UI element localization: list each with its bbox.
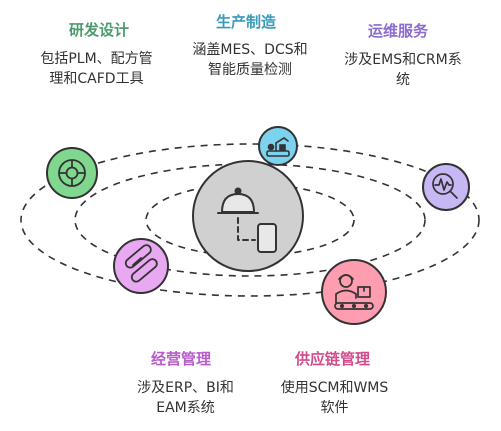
segment-title-rd: 研发设计 bbox=[69, 21, 130, 39]
robot-arm-icon bbox=[266, 137, 290, 157]
segment-desc-ops: 涉及EMS和CRM系 统 bbox=[333, 50, 473, 90]
segment-desc-rd: 包括PLM、配方管 理和CAFD工具 bbox=[24, 49, 169, 89]
node-biz[interactable] bbox=[113, 238, 169, 294]
node-scm[interactable] bbox=[321, 259, 387, 325]
node-ops[interactable] bbox=[422, 163, 470, 211]
segment-desc-line: EAM系统 bbox=[156, 400, 215, 416]
segment-title-mfg: 生产制造 bbox=[216, 13, 277, 31]
pills-icon bbox=[124, 244, 158, 283]
segment-desc-line: 涉及ERP、BI和 bbox=[137, 380, 234, 396]
waveform-magnifier-icon bbox=[432, 173, 458, 199]
segment-desc-line: 统 bbox=[396, 72, 410, 88]
segment-desc-line: 涵盖MES、DCS和 bbox=[192, 42, 308, 58]
orbit-outer bbox=[20, 143, 480, 297]
center-node bbox=[192, 160, 304, 272]
cloche-phone-icon bbox=[217, 187, 277, 253]
center-circle bbox=[192, 160, 304, 272]
segment-desc-line: 智能质量检测 bbox=[208, 62, 292, 78]
orbit-inner bbox=[145, 183, 355, 257]
segment-desc-scm: 使用SCM和WMS 软件 bbox=[262, 378, 407, 418]
segment-title-biz: 经营管理 bbox=[151, 350, 212, 368]
segment-title-ops: 运维服务 bbox=[368, 22, 429, 40]
segment-desc-line: 软件 bbox=[320, 400, 349, 416]
segment-desc-biz: 涉及ERP、BI和 EAM系统 bbox=[118, 378, 253, 418]
segment-desc-line: 包括PLM、配方管 bbox=[40, 51, 153, 67]
segment-desc-line: 理和CAFD工具 bbox=[49, 71, 144, 87]
orbit-middle bbox=[74, 163, 426, 277]
segment-desc-line: 使用SCM和WMS bbox=[280, 380, 389, 396]
segment-desc-line: 涉及EMS和CRM系 bbox=[344, 52, 462, 68]
segment-desc-mfg: 涵盖MES、DCS和 智能质量检测 bbox=[175, 40, 325, 80]
node-mfg[interactable] bbox=[258, 126, 298, 166]
worker-conveyor-icon bbox=[334, 274, 374, 310]
orbit-rings bbox=[20, 143, 480, 297]
target-icon bbox=[58, 159, 86, 187]
segment-title-scm: 供应链管理 bbox=[295, 350, 371, 368]
node-rd[interactable] bbox=[46, 147, 98, 199]
